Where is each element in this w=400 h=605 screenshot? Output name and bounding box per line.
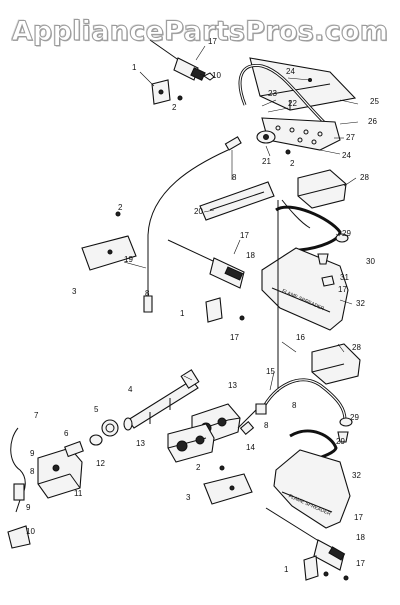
- valve-mounting-block-3-top: [81, 211, 137, 271]
- callout-1: 1: [180, 309, 185, 318]
- burner-valve-13-lower: [167, 423, 215, 463]
- broil-burner-shield: [249, 57, 357, 111]
- callout-17: 17: [240, 231, 249, 240]
- callout-24: 24: [286, 67, 295, 76]
- igniter-electrode-top: [149, 39, 215, 81]
- callout-7: 7: [34, 411, 39, 420]
- gas-tube-15: [260, 378, 353, 443]
- burner-clip-30-31: [317, 233, 349, 287]
- callout-8: 8: [30, 467, 35, 476]
- callout-2: 2: [290, 159, 295, 168]
- callout-28: 28: [360, 173, 369, 182]
- callout-15: 15: [266, 367, 275, 376]
- igniter-electrode-bottom: [265, 507, 346, 571]
- callout-29: 29: [342, 229, 351, 238]
- callout-18: 18: [246, 251, 255, 260]
- igniter-bracket-top: [151, 79, 183, 105]
- callout-17: 17: [208, 37, 217, 46]
- callout-10: 10: [212, 71, 221, 80]
- callout-23: 23: [268, 89, 277, 98]
- callout-9: 9: [26, 503, 31, 512]
- callout-11: 11: [74, 489, 83, 498]
- callout-27: 27: [346, 133, 355, 142]
- callout-10: 10: [26, 527, 35, 536]
- callout-1: 1: [284, 565, 289, 574]
- callout-13: 13: [228, 381, 237, 390]
- broil-orifice-holder: [256, 130, 291, 155]
- callout-19: 19: [124, 255, 133, 264]
- thermocouple-7: [7, 427, 31, 549]
- manifold-pipe-4: [123, 369, 200, 431]
- callout-9: 9: [30, 449, 35, 458]
- broil-burner-tube: [238, 63, 341, 151]
- callout-24: 24: [342, 151, 351, 160]
- callout-17: 17: [354, 513, 363, 522]
- callout-2: 2: [172, 103, 177, 112]
- fitting-14: [237, 403, 267, 436]
- flame-spreader-28-bottom: [311, 343, 361, 385]
- callout-17: 17: [230, 333, 239, 342]
- connector-6-12: [64, 434, 103, 458]
- callout-6: 6: [64, 429, 69, 438]
- callout-13: 13: [136, 439, 145, 448]
- callout-17: 17: [338, 285, 347, 294]
- valve-mounting-block-3-bottom: [203, 465, 253, 505]
- callout-4: 4: [128, 385, 133, 394]
- burner-baffle-20: [199, 181, 275, 221]
- oven-burner-32-top: FLAME SPREADER: [261, 205, 349, 331]
- callout-20: 20: [194, 207, 203, 216]
- callout-12: 12: [96, 459, 105, 468]
- callout-8: 8: [145, 289, 150, 298]
- callout-3: 3: [72, 287, 77, 296]
- callout-25: 25: [370, 97, 379, 106]
- callout-2: 2: [118, 203, 123, 212]
- gas-tube-16: [277, 199, 311, 392]
- callout-29: 29: [350, 413, 359, 422]
- flame-spreader-28-top: [297, 169, 347, 209]
- callout-leaders: [123, 45, 359, 391]
- callout-17: 17: [356, 559, 365, 568]
- callout-29: 29: [336, 437, 345, 446]
- callout-14: 14: [246, 443, 255, 452]
- callout-8: 8: [292, 401, 297, 410]
- callout-26: 26: [368, 117, 377, 126]
- igniter-bracket-bottom: [303, 555, 349, 581]
- callout-32: 32: [352, 471, 361, 480]
- callout-22: 22: [288, 99, 297, 108]
- callout-8: 8: [232, 173, 237, 182]
- callout-2: 2: [196, 463, 201, 472]
- callout-30: 30: [366, 257, 375, 266]
- callout-32: 32: [356, 299, 365, 308]
- callout-28: 28: [352, 343, 361, 352]
- callout-5: 5: [94, 405, 99, 414]
- callout-1: 1: [132, 63, 137, 72]
- igniter-electrode-mid: [167, 239, 245, 289]
- callout-3: 3: [186, 493, 191, 502]
- callout-21: 21: [262, 157, 271, 166]
- callout-31: 31: [340, 273, 349, 282]
- callout-16: 16: [296, 333, 305, 342]
- valve-knob-5: [101, 419, 119, 437]
- igniter-bracket-mid: [205, 297, 245, 323]
- oven-sensing-bulb-19: [143, 136, 242, 313]
- callout-18: 18: [356, 533, 365, 542]
- callout-8: 8: [264, 421, 269, 430]
